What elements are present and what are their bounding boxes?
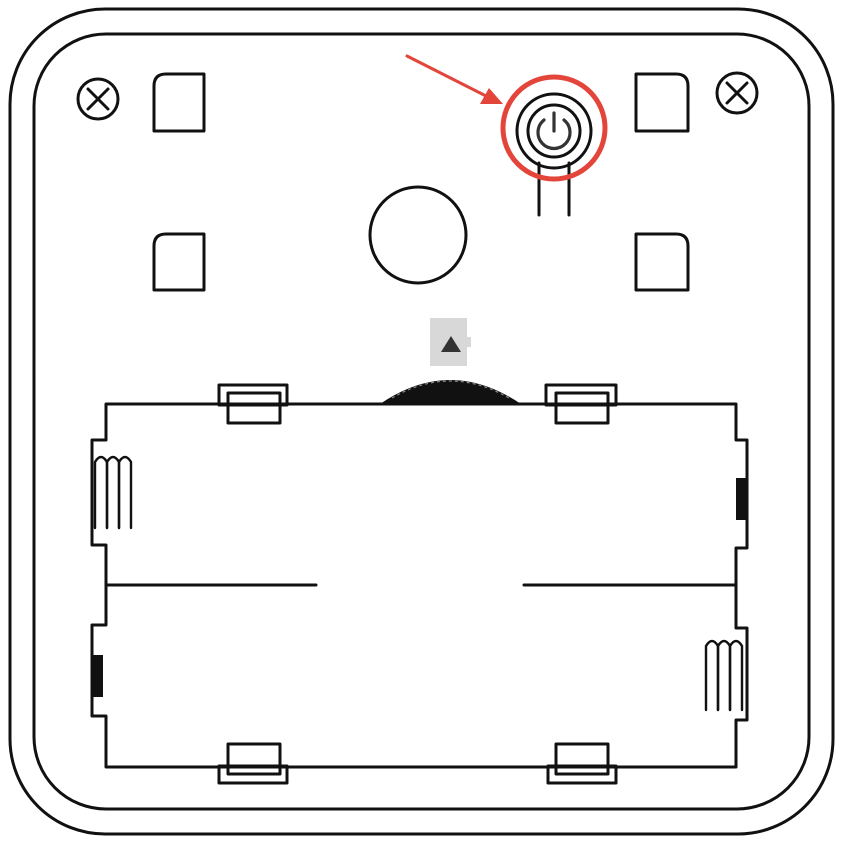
mount-pad-top-right [634,72,690,133]
flat-contact-top-right [736,478,747,520]
clip-top-right [544,383,618,425]
sd-card-icon [430,318,471,366]
highlight-circle [500,74,608,182]
speaker-bump [380,380,521,404]
power-button[interactable] [515,92,593,217]
clip-top-left [217,383,289,425]
mount-pad-top-left [152,72,206,133]
pointer-arrow [405,54,503,104]
battery-compartment [90,402,749,769]
screw-icon-right [715,71,759,115]
mount-pad-mid-left [152,232,206,292]
mount-pad-mid-right [634,232,690,292]
spring-contact-top-left [93,455,133,530]
spring-contact-bottom-right [704,639,744,712]
screw-icon-left [76,77,120,121]
flat-contact-bottom-left [93,655,103,697]
clip-bottom-left [217,742,289,785]
outer-housing [8,7,835,836]
power-icon [536,118,572,151]
inner-panel [32,32,811,811]
clip-bottom-right [546,742,618,785]
center-sensor [368,185,468,285]
